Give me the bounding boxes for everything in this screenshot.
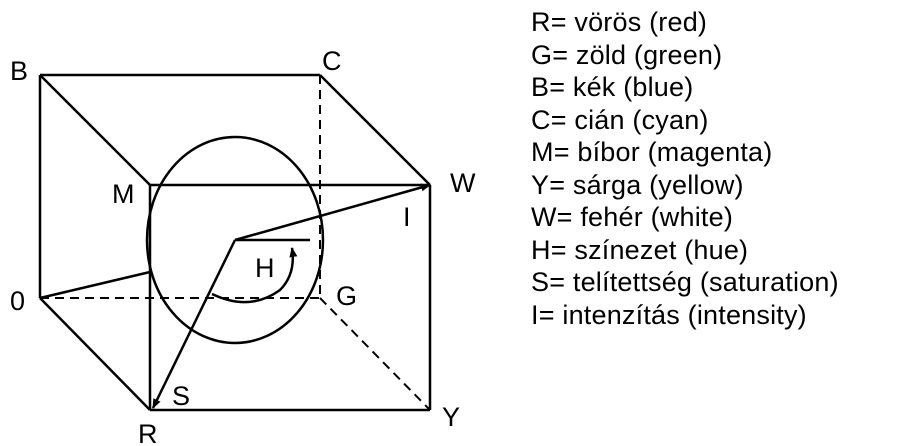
legend: R= vörös (red) G= zöld (green) B= kék (b… <box>531 6 839 331</box>
intensity-axis-lower <box>39 270 151 300</box>
vertex-label-zero: 0 <box>10 286 25 316</box>
vector-label-i: I <box>403 202 411 232</box>
vertex-label-g: G <box>336 281 357 311</box>
edge-g-y <box>319 297 431 411</box>
legend-item-intensity: I= intenzítás (intensity) <box>531 299 807 330</box>
legend-item-red: R= vörös (red) <box>531 7 708 37</box>
vector-label-h: H <box>255 253 275 283</box>
legend-item-hue: H= színezet (hue) <box>531 234 749 265</box>
edge-zero-r <box>39 297 151 411</box>
legend-item-green: G= zöld (green) <box>531 39 723 70</box>
legend-item-saturation: S= telítettség (saturation) <box>531 267 839 297</box>
intensity-axis-upper <box>234 183 431 242</box>
legend-item-cyan: C= cián (cyan) <box>531 104 709 135</box>
vertex-label-w: W <box>450 168 476 198</box>
vertex-label-c: C <box>322 46 342 76</box>
hue-arc-arrow <box>211 247 298 304</box>
vertex-label-r: R <box>138 419 158 446</box>
saturation-vector <box>151 239 237 409</box>
legend-item-yellow: Y= sárga (yellow) <box>531 169 744 200</box>
vertex-label-m: M <box>112 179 135 209</box>
legend-item-magenta: M= bíbor (magenta) <box>531 137 773 167</box>
vertex-label-b: B <box>10 56 28 86</box>
cube-back-edges <box>38 73 320 298</box>
vertex-label-y: Y <box>442 402 460 432</box>
hue-circle <box>145 135 325 345</box>
cube-front-edges <box>39 74 432 412</box>
edge-b-m <box>39 74 151 186</box>
legend-item-white: W= fehér (white) <box>531 202 734 232</box>
legend-item-blue: B= kék (blue) <box>531 72 694 102</box>
edge-c-w <box>319 74 431 186</box>
vector-label-s: S <box>172 381 190 411</box>
